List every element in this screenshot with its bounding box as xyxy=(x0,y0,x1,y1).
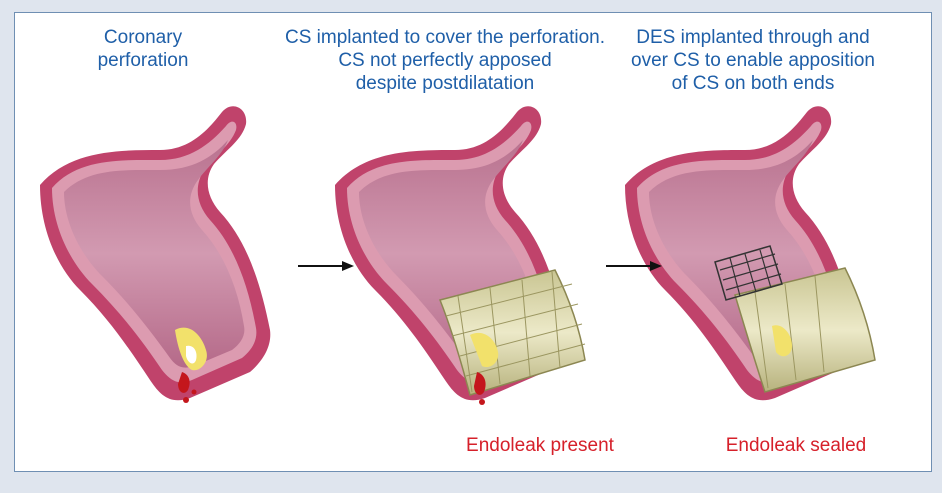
vessel-covered-stent xyxy=(335,106,585,405)
right-arrow-icon xyxy=(604,258,664,274)
label-endoleak-present: Endoleak present xyxy=(440,434,640,457)
right-arrow-icon xyxy=(296,258,356,274)
label-endoleak-sealed: Endoleak sealed xyxy=(706,434,886,457)
vessel-des-sealed xyxy=(625,106,875,400)
vessel-perforation xyxy=(40,106,270,403)
